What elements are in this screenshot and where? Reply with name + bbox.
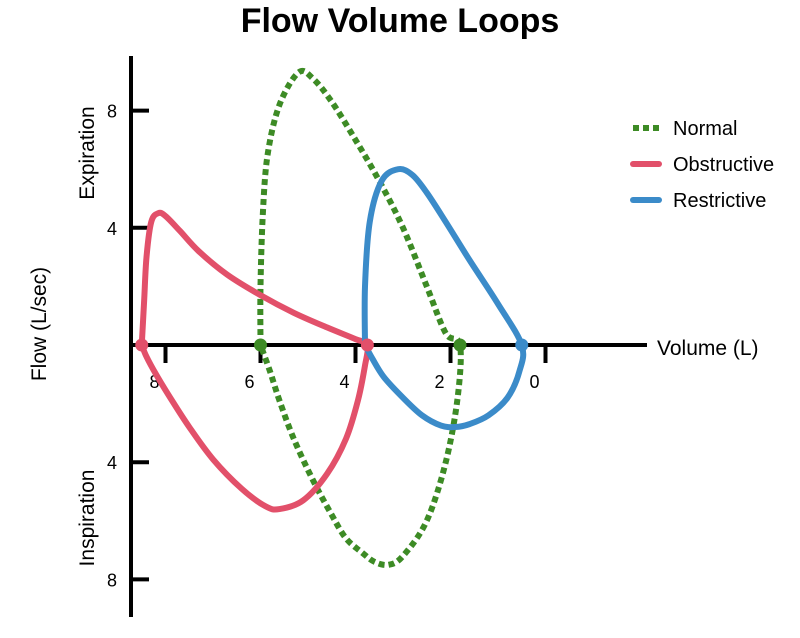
intercept-marker-4 [515,338,529,352]
y-tick-label-0: 8 [107,102,117,122]
series-restrictive [361,166,527,431]
intercept-marker-1 [254,338,267,352]
x-tick-label-2: 4 [339,372,349,392]
x-tick-label-0: 8 [149,372,159,392]
inspiration-label: Inspiration [76,470,99,567]
legend-label-restrictive: Restrictive [673,190,766,212]
axes-layer: 8 4 4 8 8 6 4 2 0 [107,56,647,617]
y-tick-label-2: 4 [107,453,117,473]
intercept-marker-0 [135,338,149,352]
marker-layer [135,338,529,352]
series-normal [257,67,464,568]
legend-label-obstructive: Obstructive [673,154,774,176]
y-tick-label-3: 8 [107,570,117,590]
x-axis-label: Volume (L) [657,337,759,360]
series-obstructive [138,209,371,513]
series-layer [138,67,527,568]
x-tick-label-1: 6 [244,372,254,392]
intercept-marker-2 [360,338,374,352]
x-tick-label-3: 2 [434,372,444,392]
x-tick-label-4: 0 [529,372,539,392]
legend-label-normal: Normal [673,118,737,140]
y-tick-label-1: 4 [107,219,117,239]
expiration-label: Expiration [76,106,99,199]
y-axis-label: Flow (L/sec) [28,267,51,381]
chart-title: Flow Volume Loops [241,2,560,40]
intercept-marker-3 [453,338,467,352]
